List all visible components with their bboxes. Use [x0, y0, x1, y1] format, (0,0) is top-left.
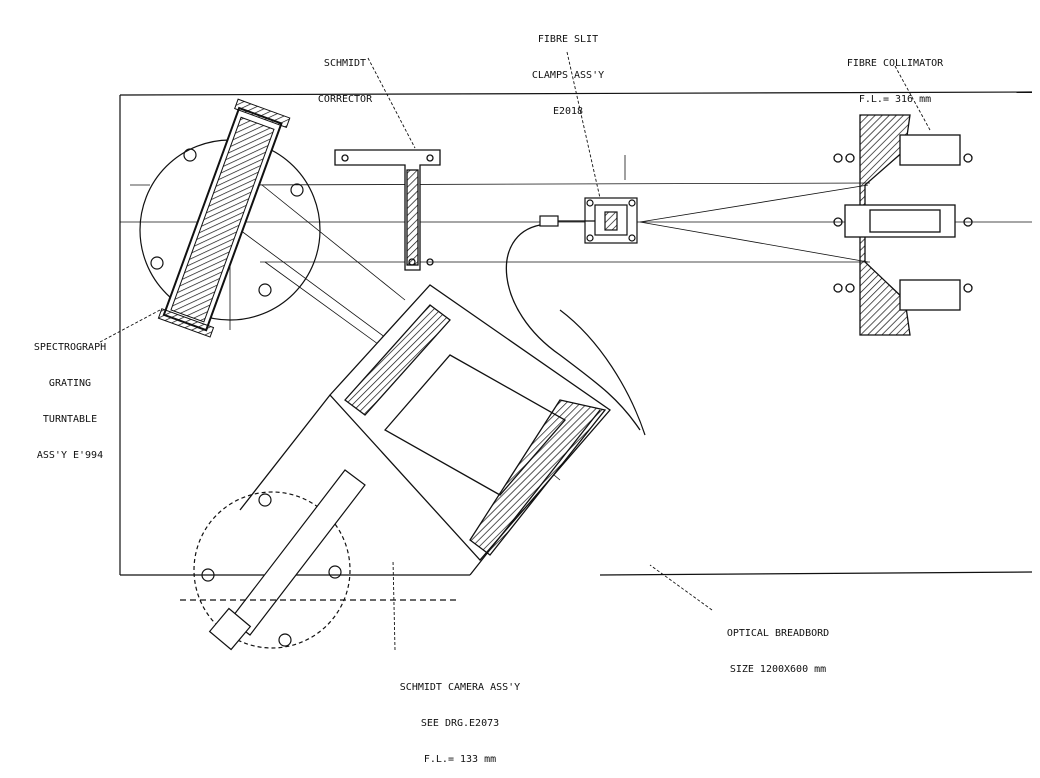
spectrograph-line-4: ASS'Y E'994: [36, 450, 104, 461]
schmidt-corrector-line-1: SCHMIDT: [323, 58, 367, 69]
leader-lines: [99, 51, 931, 651]
schmidt-corrector-label: SCHMIDT CORRECTOR: [300, 34, 390, 118]
beam-arc: [559, 309, 646, 436]
schmidt-corrector: [334, 149, 441, 271]
schmidt-camera-line-1: SCHMIDT CAMERA ASS'Y: [399, 682, 521, 693]
spectrograph-line-1: SPECTROGRAPH: [33, 342, 107, 353]
optical-breadboard-label: OPTICAL BREADBORD SIZE 1200X600 mm: [708, 604, 848, 688]
fibre-slit-line-3: E2018: [552, 106, 584, 117]
optical-diagram: FIBRE SLIT CLAMPS ASS'Y E2018 SCHMIDT CO…: [20, 10, 1033, 765]
schmidt-corrector-line-2: CORRECTOR: [317, 94, 373, 105]
optical-breadboard-line-2: SIZE 1200X600 mm: [729, 664, 827, 675]
schmidt-camera-body: [239, 284, 611, 576]
optical-breadboard-line-1: OPTICAL BREADBORD: [726, 628, 830, 639]
schmidt-camera-label: SCHMIDT CAMERA ASS'Y SEE DRG.E2073 F.L.=…: [380, 658, 540, 778]
fibre-slit-label: FIBRE SLIT CLAMPS ASS'Y E2018: [508, 10, 628, 130]
fibre-slit-line-2: CLAMPS ASS'Y: [531, 70, 605, 81]
fibre-collimator-line-1: FIBRE COLLIMATOR: [846, 58, 944, 69]
spectrograph-label: SPECTROGRAPH GRATING TURNTABLE ASS'Y E'9…: [20, 318, 120, 474]
fibre-slit-clamp: [539, 197, 638, 244]
fibre-cable: [505, 224, 641, 431]
fibre-collimator-label: FIBRE COLLIMATOR F.L.= 316 mm: [830, 34, 960, 118]
schmidt-camera-line-3: F.L.= 133 mm: [423, 754, 497, 765]
spectrograph-line-2: GRATING: [48, 378, 92, 389]
spectrograph-line-3: TURNTABLE: [42, 414, 98, 425]
fibre-collimator-line-2: F.L.= 316 mm: [858, 94, 932, 105]
fibre-slit-line-1: FIBRE SLIT: [537, 34, 599, 45]
camera-mount: [180, 469, 460, 651]
fibre-collimator: [833, 114, 973, 336]
grating: [157, 98, 291, 338]
diagram-drawing: [99, 51, 1033, 651]
